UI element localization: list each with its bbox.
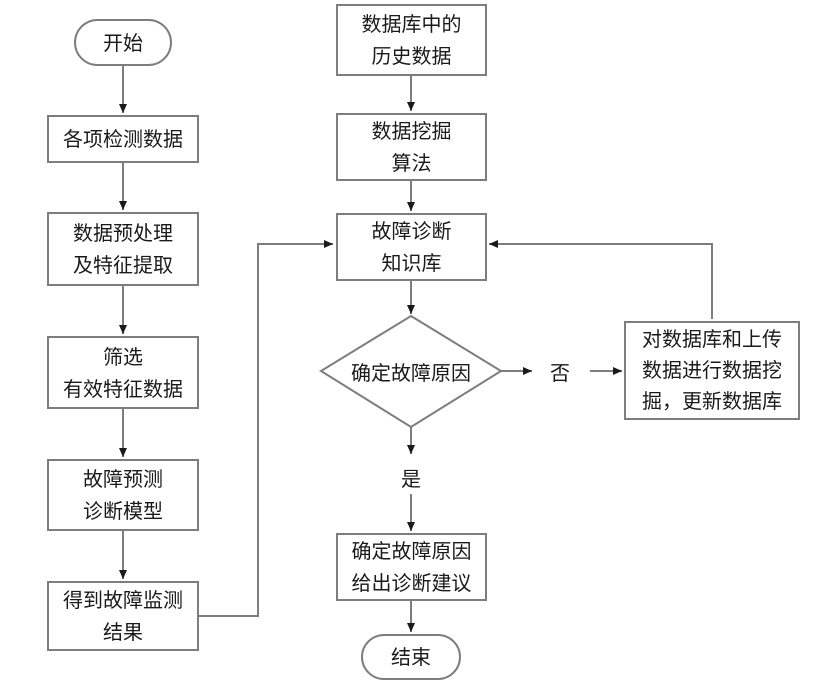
- select-features-box: 筛选 有效特征数据: [47, 336, 199, 409]
- preprocess-box: 数据预处理 及特征提取: [47, 212, 199, 286]
- history-data-box: 数据库中的 历史数据: [336, 4, 487, 76]
- prediction-model-box: 故障预测 诊断模型: [47, 459, 199, 531]
- arrow-monitor-to-kb: [198, 240, 333, 617]
- collect-data-box: 各项检测数据: [47, 115, 199, 163]
- yes-label: 是: [397, 463, 425, 492]
- end-terminal: 结束: [361, 634, 461, 680]
- arrow-update-to-kb: [489, 240, 713, 319]
- update-database-box: 对数据库和上传 数据进行数据挖 掘，更新数据库: [624, 321, 800, 420]
- mining-algorithm-box: 数据挖掘 算法: [336, 113, 487, 181]
- decision-label: 确定故障原因: [351, 361, 471, 385]
- no-label: 否: [546, 357, 574, 386]
- diagnosis-advice-box: 确定故障原因 给出诊断建议: [336, 533, 487, 601]
- monitor-result-box: 得到故障监测 结果: [47, 581, 199, 651]
- start-terminal: 开始: [74, 19, 172, 66]
- decision-diamond: [319, 314, 503, 429]
- knowledge-base-box: 故障诊断 知识库: [336, 213, 487, 281]
